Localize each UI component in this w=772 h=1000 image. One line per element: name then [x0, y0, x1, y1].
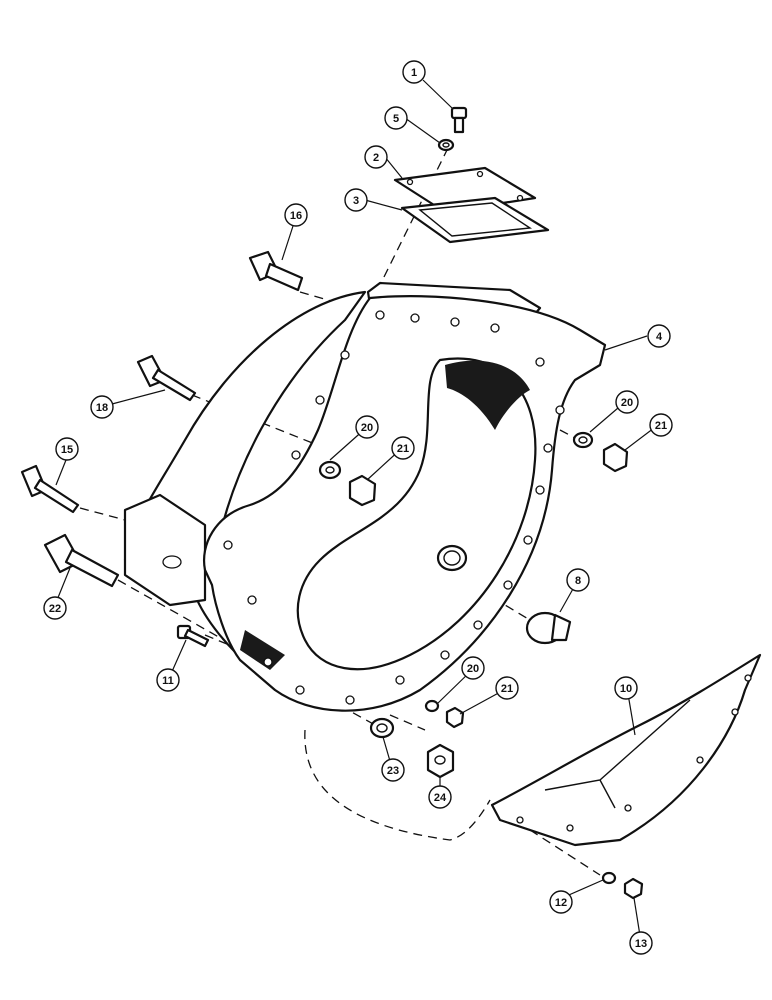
callout-1-label: 4 — [656, 331, 663, 343]
flange-holes — [223, 310, 565, 705]
callout-5-label: 5 — [393, 113, 399, 125]
bolt-11 — [176, 624, 210, 648]
callout-2: 2 — [364, 145, 388, 169]
lockwasher — [437, 138, 455, 152]
callout-8-label: 8 — [575, 575, 581, 587]
nut-13 — [623, 877, 644, 900]
callout-20-inner-label: 20 — [361, 422, 373, 434]
callout-21-lower: 21 — [495, 676, 519, 700]
callout-20-right: 20 — [615, 390, 639, 414]
washer-23 — [369, 717, 395, 739]
callout-20-right-label: 20 — [621, 397, 633, 409]
callout-20-lower: 20 — [461, 656, 485, 680]
callout-15: 15 — [55, 437, 79, 461]
callout-22-label: 22 — [49, 603, 61, 615]
callout-10: 10 — [614, 676, 638, 700]
callout-23-label: 23 — [387, 765, 399, 777]
nut-21-lower — [445, 706, 465, 729]
callout-18-label: 18 — [96, 402, 108, 414]
bolt-18 — [136, 354, 197, 402]
callout-1: 4 — [647, 324, 671, 348]
washer-20-inner — [318, 460, 342, 480]
callout-10-label: 10 — [620, 683, 632, 695]
washer-20-right — [572, 431, 594, 449]
callout-4: 1 — [402, 60, 426, 84]
callout-22: 22 — [43, 596, 67, 620]
callout-23: 23 — [381, 758, 405, 782]
callout-18: 18 — [90, 395, 114, 419]
capscrew — [450, 106, 468, 134]
bolt-16 — [248, 250, 304, 292]
callout-24-label: 24 — [434, 792, 447, 804]
callout-24: 24 — [428, 785, 452, 809]
flywheel-housing — [123, 281, 607, 712]
callout-16-label: 16 — [290, 210, 302, 222]
callout-12: 12 — [549, 890, 573, 914]
lower-cover — [490, 653, 762, 847]
nut-24 — [426, 743, 455, 779]
callout-21-inner: 21 — [391, 436, 415, 460]
callout-4-label: 1 — [411, 67, 417, 79]
callout-5: 5 — [384, 106, 408, 130]
washer-12 — [601, 871, 617, 885]
callout-15-label: 15 — [61, 444, 73, 456]
callout-16: 16 — [284, 203, 308, 227]
callout-2-label: 2 — [373, 152, 379, 164]
knurled-bolt-22 — [43, 533, 120, 588]
callout-12-label: 12 — [555, 897, 567, 909]
callout-21-right: 21 — [649, 413, 673, 437]
callout-13-label: 13 — [635, 938, 647, 950]
callout-11-label: 11 — [162, 675, 174, 687]
callout-11: 11 — [156, 668, 180, 692]
callout-21-inner-label: 21 — [397, 443, 409, 455]
nut-21-inner — [348, 474, 377, 507]
callout-3-label: 3 — [353, 195, 359, 207]
plug-8 — [525, 611, 572, 645]
nut-21-right — [602, 442, 629, 473]
bolt-15 — [20, 464, 80, 514]
callout-21-lower-label: 21 — [501, 683, 513, 695]
callout-8: 8 — [566, 568, 590, 592]
callout-20-inner: 20 — [355, 415, 379, 439]
gasket — [400, 196, 550, 244]
callout-13: 13 — [629, 931, 653, 955]
callout-3: 3 — [344, 188, 368, 212]
washer-20-lower — [424, 699, 440, 713]
callout-20-lower-label: 20 — [467, 663, 479, 675]
callout-21-right-label: 21 — [655, 420, 667, 432]
